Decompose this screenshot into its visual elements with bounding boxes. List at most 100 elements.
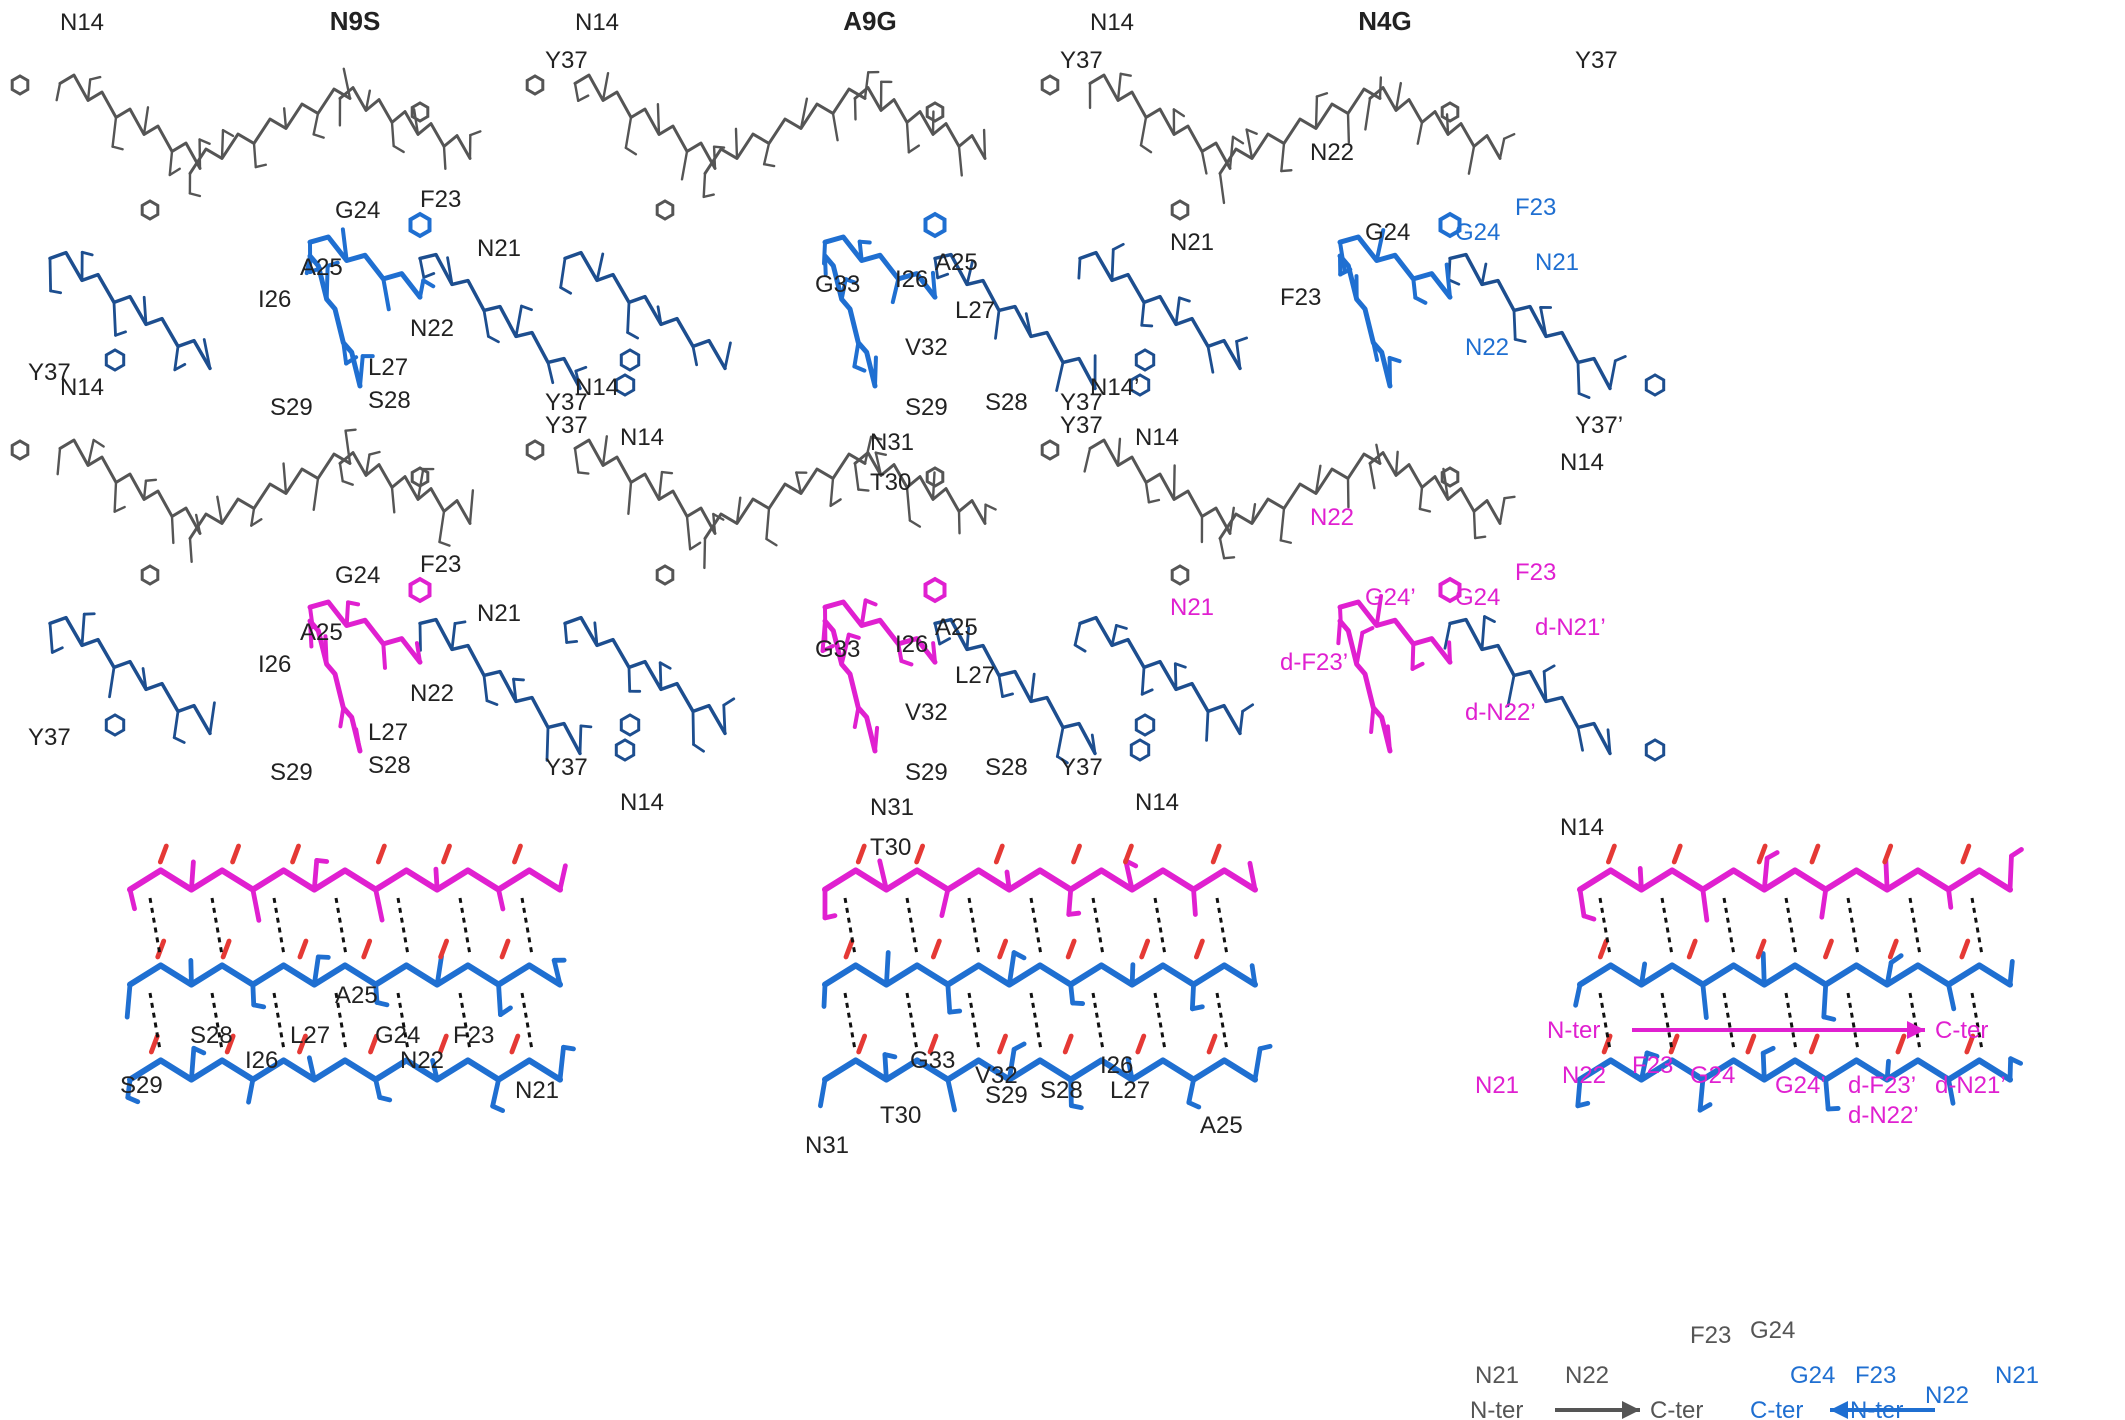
phenyl-ring xyxy=(1129,373,1151,397)
bot-0-sheet-2-sidechain xyxy=(377,1095,393,1103)
residue-label: I26 xyxy=(258,651,291,678)
top-0-grey-strand-a-sidechain xyxy=(111,116,118,148)
carbonyl-oxygen xyxy=(157,843,169,865)
top-0-grey-strand-c xyxy=(338,86,472,160)
top-0-grey-strand-a-sidechain xyxy=(142,106,150,136)
residue-label: G33 xyxy=(815,636,860,663)
mid-1-grey-strand-a-sidechain xyxy=(657,470,664,501)
carbonyl-oxygen xyxy=(1895,1033,1907,1055)
carbonyl-oxygen xyxy=(1882,843,1894,865)
residue-label: L27 xyxy=(1110,1077,1150,1104)
top-2-segment-a-sidechain xyxy=(1444,262,1452,300)
top-1-grey-strand-b-sidechain xyxy=(831,112,839,142)
panel-title: N4G xyxy=(1358,6,1411,36)
carbonyl-oxygen xyxy=(155,938,167,960)
mid-1-blue-strand-a-sidechain xyxy=(658,661,663,691)
mid-1-grey-strand-c-sidechain xyxy=(853,462,860,491)
residue-label: A25 xyxy=(300,619,343,646)
top-0-segment-b xyxy=(307,253,363,389)
bot-0-sheet-2-sidechain xyxy=(373,1077,383,1100)
top-1-grey-strand-c-sidechain xyxy=(905,121,911,154)
bot-0-sheet-1-sidechain xyxy=(311,954,321,987)
bot-1-sheet-1-sidechain xyxy=(1068,982,1076,1006)
mid-1-grey-strand-a-sidechain xyxy=(573,447,580,474)
bot-2-sheet-0-sidechain xyxy=(1764,850,1780,861)
residue-label: Y37 xyxy=(1060,754,1103,781)
mid-0-blue-strand-a-sidechain xyxy=(108,666,116,699)
top-1-blue-strand-b-sidechain xyxy=(965,260,974,286)
top-2-grey-strand-b-sidechain xyxy=(1280,142,1286,173)
top-0-grey-strand-c-sidechain xyxy=(469,130,482,137)
hydrogen-bond xyxy=(272,992,286,1051)
mid-1-blue-strand-b-sidechain xyxy=(1055,755,1069,765)
mid-1-grey-strand-c-sidechain xyxy=(874,451,887,456)
mid-2-blue-strand-a-sidechain xyxy=(1140,666,1146,696)
mid-2-segment-b-sidechain xyxy=(1369,705,1376,734)
bot-2-sheet-2-sidechain xyxy=(1760,1050,1767,1082)
carbonyl-oxygen xyxy=(1605,843,1617,865)
top-1-segment-b-sidechain xyxy=(843,277,858,285)
residue-label: G24’ xyxy=(1365,584,1416,611)
mid-2-grey-strand-c-sidechain xyxy=(1473,535,1487,540)
carbonyl-oxygen xyxy=(148,1033,160,1055)
bot-0-sheet-1 xyxy=(127,962,563,988)
top-0-blue-strand-a-sidechain xyxy=(112,300,117,337)
top-1-segment-b xyxy=(822,253,878,389)
top-2-blue-strand-a-sidechain xyxy=(1140,300,1146,327)
mid-2-blue-strand-b-sidechain xyxy=(1443,622,1452,650)
carbonyl-oxygen xyxy=(1601,1033,1613,1055)
residue-label: d-F23’ xyxy=(1280,649,1348,676)
bot-2-sheet-1-sidechain xyxy=(1821,982,1829,1020)
bot-0-sheet-2-sidechain xyxy=(125,1077,133,1100)
tyrosine-ring xyxy=(104,348,126,372)
residue-label: d-N22’ xyxy=(1848,1102,1919,1129)
top-2-grey-strand-c-sidechain xyxy=(1364,97,1372,131)
residue-label: N14’ xyxy=(1090,374,1139,401)
phenyl-ring xyxy=(525,74,545,96)
top-0-segment-b-sidechain xyxy=(304,254,312,276)
mid-0-segment-b-sidechain xyxy=(308,619,314,649)
phenyl-ring xyxy=(923,576,947,604)
top-1-segment-a-sidechain xyxy=(857,239,872,245)
phenyl-ring xyxy=(1644,738,1666,762)
carbonyl-oxygen xyxy=(297,1033,308,1055)
bot-0-sheet-0-sidechain xyxy=(433,866,440,892)
top-1-grey-strand-a-sidechain xyxy=(573,82,580,102)
mid-1-blue-strand-a-sidechain xyxy=(563,622,569,644)
residue-label: N21 xyxy=(1170,229,1214,256)
hydrogen-bond xyxy=(1215,992,1229,1051)
bot-1-sheet-0-sidechain xyxy=(1004,869,1012,892)
bot-1-sheet-1-sidechain xyxy=(1189,1004,1205,1012)
residue-label: Y37 xyxy=(545,754,588,781)
mid-1-blue-strand-a-sidechain xyxy=(658,661,672,670)
tyrosine-ring xyxy=(619,348,641,372)
residue-label: Y37 xyxy=(1575,47,1618,74)
hydrogen-bond xyxy=(334,897,348,956)
carbonyl-oxygen xyxy=(220,938,232,960)
carbonyl-oxygen xyxy=(1887,938,1899,960)
top-0-grey-strand-a-sidechain xyxy=(86,78,92,102)
residue-label: Y37 xyxy=(28,359,71,386)
carbonyl-oxygen xyxy=(1823,938,1834,960)
mid-1-segment-a xyxy=(822,599,938,665)
top-1-grey-strand-a-sidechain xyxy=(624,146,638,156)
top-1-grey-strand-b-sidechain xyxy=(799,97,809,130)
top-0-grey-strand-a-sidechain xyxy=(168,167,181,177)
residue-label: F23 xyxy=(1515,194,1556,221)
top-2-grey-strand-a-sidechain xyxy=(1139,116,1148,147)
bot-2-sheet-0-sidechain xyxy=(1577,887,1587,919)
top-2-blue-strand-a-sidechain xyxy=(1235,340,1242,370)
bot-0-sheet-1-sidechain xyxy=(496,982,503,1018)
residue-label: S29 xyxy=(270,759,313,786)
bot-1-sheet-0-sidechain xyxy=(822,913,838,921)
bot-1-sheet-1-sidechain xyxy=(1249,963,1258,987)
residue-label: V32 xyxy=(905,334,948,361)
mid-2-grey-strand-c xyxy=(1368,451,1502,525)
arrow-blue-from: N-ter xyxy=(1850,1397,1903,1420)
mid-0-grey-strand-b xyxy=(188,452,352,540)
tyrosine-ring xyxy=(1134,348,1156,372)
top-2-segment-b-sidechain xyxy=(1371,340,1380,362)
residue-label: F23 xyxy=(1280,284,1321,311)
top-2-blue-strand-b xyxy=(1448,252,1612,391)
top-1-blue-strand-a-sidechain xyxy=(626,300,631,334)
